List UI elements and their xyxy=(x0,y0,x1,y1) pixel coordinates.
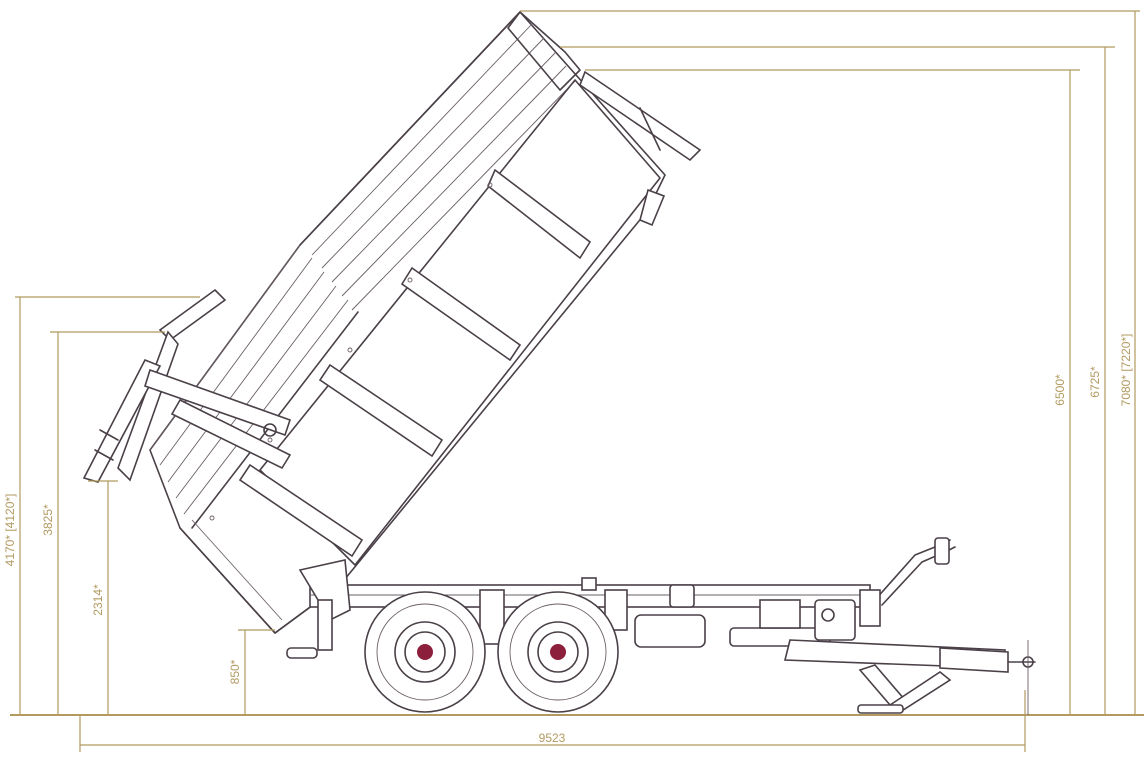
dim-total-length: 9523 xyxy=(539,731,566,745)
dim-height-left-outer: 4170* [4120*] xyxy=(3,494,17,567)
dim-height-right-outer: 7080* [7220*] xyxy=(1119,334,1133,407)
rear-tailgate xyxy=(82,288,292,483)
dim-height-rear-bottom: 850* xyxy=(228,659,242,684)
drawbar xyxy=(783,537,1036,715)
dim-height-right-inner: 6500* xyxy=(1053,374,1067,406)
wheel-rear xyxy=(364,591,486,713)
tipped-body xyxy=(149,10,702,635)
dim-height-left-inner: 3825* xyxy=(41,504,55,536)
dim-height-left-low: 2314* xyxy=(91,584,105,616)
dim-height-right-mid: 6725* xyxy=(1088,366,1102,398)
wheel-front xyxy=(497,591,619,713)
